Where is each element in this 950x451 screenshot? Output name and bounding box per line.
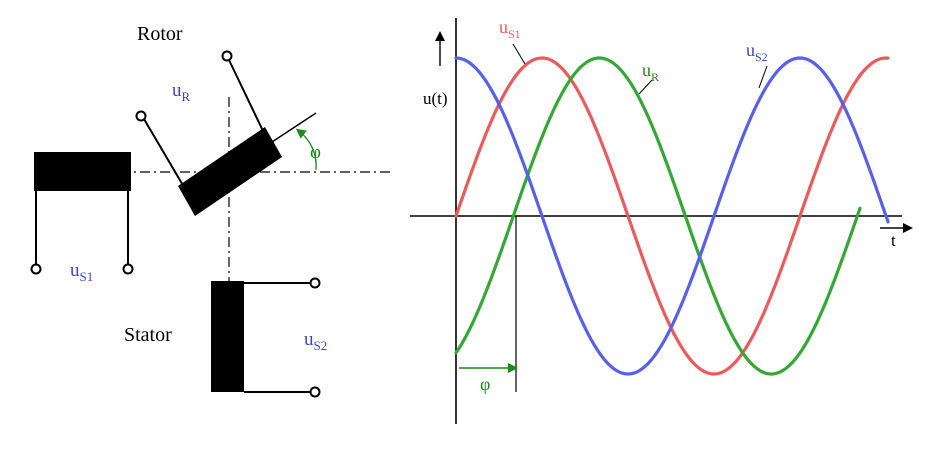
stator-title: Stator [124,324,172,346]
curve-uS2 [454,56,890,376]
curves-group [454,56,890,376]
x-axis-label: t [891,231,896,250]
waveform-chart: u(t) t φ uS1 uR uS2 [410,17,913,424]
y-axis-label: u(t) [423,89,448,108]
machine-diagram: φ Rotor Stator uR uS1 uS2 [30,23,390,398]
rotor-voltage-label: uR [172,80,191,104]
phase-label: φ [480,374,490,394]
curve-uR [454,56,862,376]
us1-leader-line [512,43,526,65]
ur-leader-line [638,79,653,95]
series-label-us1: uS1 [499,17,521,41]
rotor-axis-line [271,112,317,143]
rotor-coil [135,50,317,216]
rotor-phi-label: φ [310,142,321,163]
series-label-ur: uR [642,60,659,84]
series-label-us2: uS2 [746,40,768,64]
stator-s2-voltage-label: uS2 [304,329,327,353]
curve-uS1 [454,56,890,376]
us2-leader-line [758,65,768,89]
rotor-title: Rotor [137,23,183,45]
stator-coil-s2 [211,277,321,398]
phi-angle-arrow [295,128,317,171]
stator-s1-voltage-label: uS1 [70,260,93,284]
stator-coil-s1 [30,152,134,275]
